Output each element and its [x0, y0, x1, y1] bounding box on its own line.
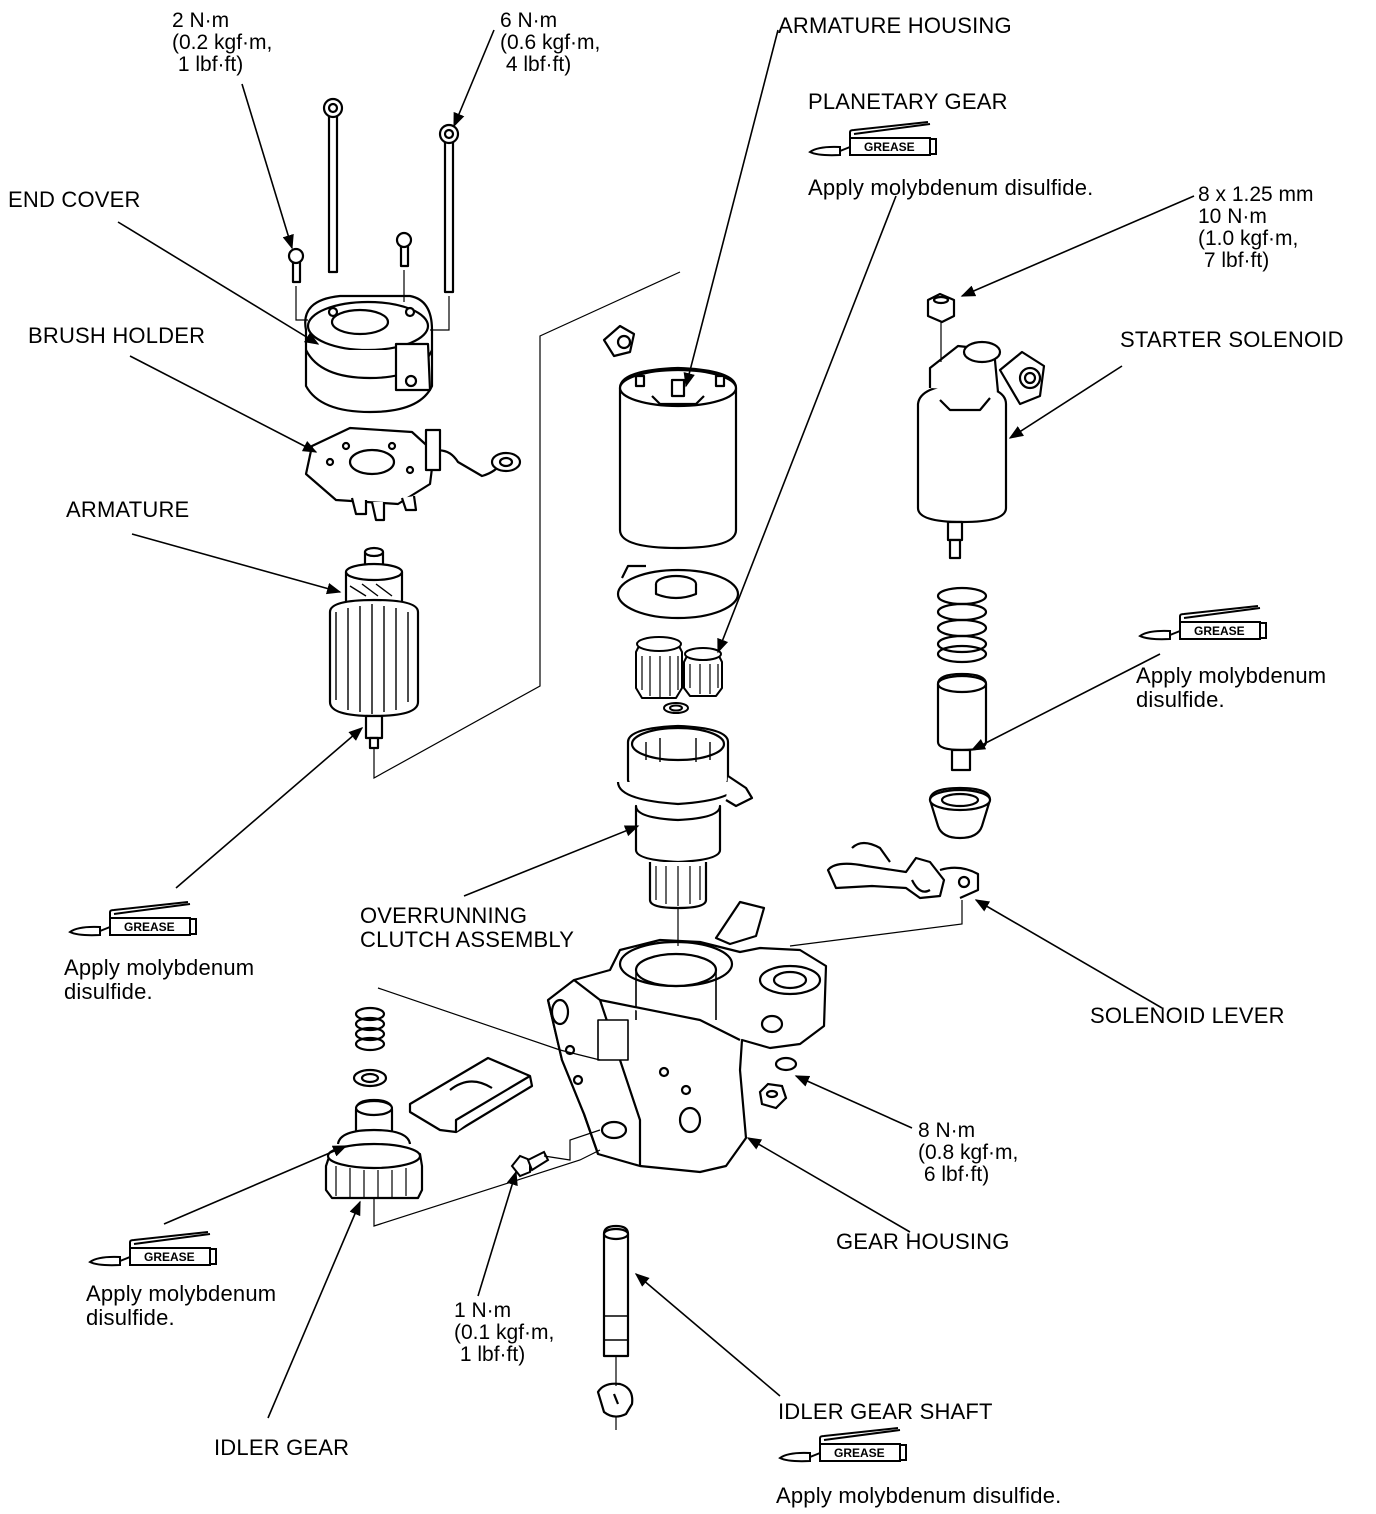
plunger — [936, 672, 988, 772]
grease-symbol-idler-gear: GREASE — [89, 1231, 217, 1267]
brush-holder — [304, 426, 522, 522]
note-idler-shaft-grease: Apply molybdenum disulfide. — [776, 1483, 1062, 1508]
end-cover-group — [287, 97, 460, 414]
armature — [328, 546, 420, 750]
label-armature: ARMATURE — [66, 497, 190, 522]
label-solenoid-lever: SOLENOID LEVER — [1090, 1003, 1285, 1028]
label-idler-gear-shaft: IDLER GEAR SHAFT — [778, 1399, 993, 1424]
label-armature-housing: ARMATURE HOUSING — [778, 13, 1012, 38]
plunger-boot — [928, 786, 992, 840]
planetary-gears — [635, 636, 723, 714]
grease-symbol-idler-shaft: GREASE — [779, 1427, 907, 1463]
svg-text:GREASE: GREASE — [1194, 624, 1245, 638]
idler-retainer — [408, 1056, 534, 1134]
idler-washer — [352, 1068, 388, 1088]
plunger-spring — [936, 586, 988, 664]
ring-plate — [616, 564, 740, 620]
label-overrunning-clutch: OVERRUNNING CLUTCH ASSEMBLY — [360, 903, 575, 952]
alignment-lines — [295, 270, 963, 1430]
idler-gear-shaft — [596, 1224, 634, 1418]
note-armature-grease: Apply molybdenum disulfide. — [64, 955, 255, 1004]
torque-label-housing-nut: 8 N·m (0.8 kgf·m, 6 lbf·ft) — [918, 1119, 1019, 1186]
label-end-cover: END COVER — [8, 187, 141, 212]
starter-solenoid — [916, 292, 1046, 560]
note-idler-gear-grease: Apply molybdenum disulfide. — [86, 1281, 277, 1330]
torque-label-through-bolt: 6 N·m (0.6 kgf·m, 4 lbf·ft) — [500, 9, 601, 76]
label-planetary-gear: PLANETARY GEAR — [808, 89, 1008, 114]
note-plunger-grease: Apply molybdenum disulfide. — [1136, 663, 1327, 712]
label-idler-gear: IDLER GEAR — [214, 1435, 350, 1460]
svg-text:GREASE: GREASE — [864, 140, 915, 154]
grease-symbol-planetary: GREASE — [809, 121, 937, 157]
svg-text:GREASE: GREASE — [834, 1446, 885, 1460]
label-starter-solenoid: STARTER SOLENOID — [1120, 327, 1344, 352]
svg-text:GREASE: GREASE — [124, 920, 175, 934]
note-planetary-grease: Apply molybdenum disulfide. — [808, 175, 1094, 200]
torque-label-end-cover-bolt: 2 N·m (0.2 kgf·m, 1 lbf·ft) — [172, 9, 273, 76]
idler-gear — [324, 1098, 424, 1200]
overrunning-clutch-assembly — [616, 724, 754, 910]
grease-symbol-plunger: GREASE — [1139, 605, 1267, 641]
gear-housing — [546, 900, 828, 1174]
housing-nut — [758, 1056, 798, 1110]
label-gear-housing: GEAR HOUSING — [836, 1229, 1010, 1254]
torque-label-solenoid-nut: 8 x 1.25 mm 10 N·m (1.0 kgf·m, 7 lbf·ft) — [1198, 183, 1314, 272]
torque-label-small-screw: 1 N·m (0.1 kgf·m, 1 lbf·ft) — [454, 1299, 555, 1366]
leader-arrows — [117, 29, 1195, 1419]
svg-text:GREASE: GREASE — [144, 1250, 195, 1264]
idler-spring — [354, 1006, 386, 1052]
label-brush-holder: BRUSH HOLDER — [28, 323, 206, 348]
armature-housing — [602, 324, 738, 550]
solenoid-lever — [826, 841, 980, 900]
grease-symbol-armature: GREASE — [69, 901, 197, 937]
